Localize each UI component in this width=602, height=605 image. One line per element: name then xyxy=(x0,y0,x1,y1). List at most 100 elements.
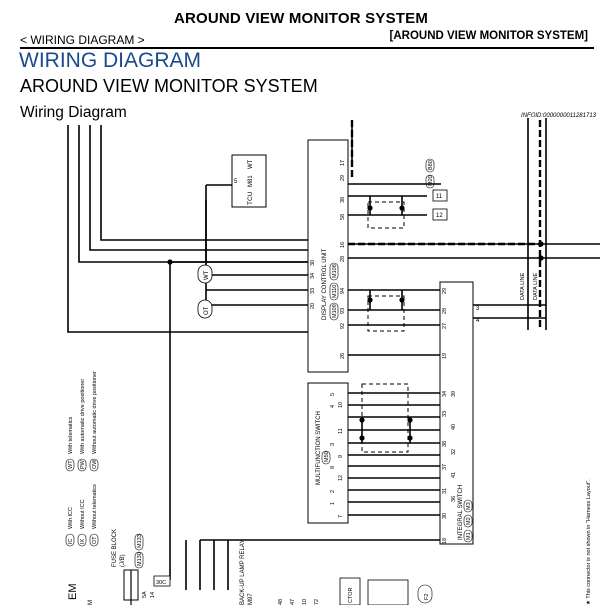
connector-12: 12 xyxy=(436,213,443,219)
wire-left-3 xyxy=(89,125,308,251)
wire-data-lines xyxy=(527,118,547,330)
svg-text:With telematics: With telematics xyxy=(68,416,74,454)
svg-text:3: 3 xyxy=(330,443,336,446)
svg-text:93: 93 xyxy=(340,308,346,314)
data-line-1: DATA LINE xyxy=(520,272,526,300)
svg-text:19: 19 xyxy=(442,353,448,359)
svg-text:10: 10 xyxy=(338,402,344,408)
svg-text:2: 2 xyxy=(330,490,336,493)
svg-text:30: 30 xyxy=(442,513,448,519)
wire-dcu-right xyxy=(348,183,600,259)
svg-text:OT: OT xyxy=(92,536,98,544)
dcu-connector-1: M109 xyxy=(332,304,338,318)
svg-text:41: 41 xyxy=(451,472,457,478)
svg-text:32: 32 xyxy=(451,449,457,455)
dcu-connector-3: M108 xyxy=(332,264,338,278)
svg-text:38: 38 xyxy=(340,197,346,203)
svg-text:40: 40 xyxy=(451,424,457,430)
fuse-connector-2: M133 xyxy=(137,534,143,548)
wire-shield-upper xyxy=(369,196,403,215)
svg-text:33: 33 xyxy=(310,288,316,294)
is-connector-1: M1 xyxy=(466,532,472,540)
display-control-unit-box xyxy=(307,139,349,373)
svg-text:94: 94 xyxy=(340,288,346,294)
svg-text:34: 34 xyxy=(442,391,448,397)
info-id: INFOID:0000000011281713 xyxy=(521,113,596,119)
svg-text:18: 18 xyxy=(442,538,448,544)
svg-text:7: 7 xyxy=(338,515,344,518)
wire-left-4 xyxy=(100,125,308,241)
header-rule xyxy=(20,47,594,49)
harness-note: ★ This connector is not shown in "Harnes… xyxy=(585,479,592,605)
svg-text:IC: IC xyxy=(68,538,74,544)
svg-text:28: 28 xyxy=(340,256,346,262)
svg-text:28: 28 xyxy=(442,308,448,314)
svg-text:39: 39 xyxy=(451,391,457,397)
section-breadcrumb[interactable]: [AROUND VIEW MONITOR SYSTEM] xyxy=(389,30,588,42)
tcu-label: TCU xyxy=(247,191,254,205)
is-connector-3: M3 xyxy=(466,502,472,510)
wire-left-1 xyxy=(67,125,308,333)
tcu-box xyxy=(231,154,267,208)
svg-text:5: 5 xyxy=(330,393,336,396)
svg-text:36: 36 xyxy=(451,496,457,502)
tcu-pin: 5 xyxy=(234,179,238,185)
is-side-pin-3: 3 xyxy=(476,306,480,312)
svg-text:31: 31 xyxy=(442,488,448,494)
legend: WT With telematics PW With automatic dri… xyxy=(65,371,99,547)
mfs-connector: M50 xyxy=(324,451,330,462)
svg-text:1: 1 xyxy=(330,502,336,505)
connector-fragment: CTOR xyxy=(348,587,354,603)
fuse-number: 14 xyxy=(150,592,156,598)
svg-text:PW: PW xyxy=(80,459,86,469)
tcu-code: WT xyxy=(248,159,254,169)
svg-text:Without telematics: Without telematics xyxy=(92,484,98,529)
svg-text:4: 4 xyxy=(330,405,336,408)
tcu-connector: M81 xyxy=(248,175,254,187)
section-title: WIRING DIAGRAM xyxy=(19,49,201,72)
connector-id-m20: M20 xyxy=(428,175,434,186)
svg-text:29: 29 xyxy=(442,288,448,294)
wire-is-data xyxy=(473,304,546,319)
backup-lamp-id: M97 xyxy=(248,593,254,605)
partial-label-m: M xyxy=(88,600,94,605)
partial-label-em: EM xyxy=(67,584,79,601)
svg-text:Without ICC: Without ICC xyxy=(80,499,86,529)
svg-text:WT: WT xyxy=(68,460,74,469)
is-side-pin-4: 4 xyxy=(476,318,480,324)
svg-text:34: 34 xyxy=(310,273,316,279)
svg-text:IX: IX xyxy=(80,538,86,544)
svg-text:OW: OW xyxy=(92,459,98,469)
connector-id-b80: B80 xyxy=(428,160,434,170)
data-line-2: DATA LINE xyxy=(533,272,539,300)
svg-text:With ICC: With ICC xyxy=(68,507,74,529)
svg-text:(J/B): (J/B) xyxy=(120,554,126,567)
svg-text:With automatic drive positione: With automatic drive positioner xyxy=(80,379,86,454)
connector-11-box xyxy=(432,189,448,202)
svg-text:29: 29 xyxy=(340,175,346,181)
breadcrumb[interactable]: < WIRING DIAGRAM > xyxy=(20,33,145,47)
svg-text:17: 17 xyxy=(340,160,346,166)
svg-text:37: 37 xyxy=(442,464,448,470)
svg-text:38: 38 xyxy=(442,441,448,447)
svg-text:27: 27 xyxy=(442,323,448,329)
system-title: AROUND VIEW MONITOR SYSTEM xyxy=(20,76,318,96)
connector-f2: F2 xyxy=(424,594,430,600)
fuse-block: FUSE BLOCK (J/B) xyxy=(112,529,126,567)
svg-text:FUSE BLOCK: FUSE BLOCK xyxy=(112,529,118,567)
wire-mfs-is xyxy=(348,392,440,516)
svg-text:16: 16 xyxy=(340,242,346,248)
wire-bottom-stubs xyxy=(185,540,229,590)
is-connector-2: M2 xyxy=(466,517,472,525)
mfs-pins: 5 4 10 11 3 9 8 12 2 1 7 xyxy=(330,393,344,518)
integral-switch-pins: 29 28 27 19 34 39 33 40 38 32 37 41 31 3… xyxy=(442,288,457,544)
svg-text:11: 11 xyxy=(338,428,344,434)
svg-text:48: 48 xyxy=(278,599,284,605)
fuse-pin: 30C xyxy=(156,580,166,586)
junction-code-wt: WT xyxy=(204,270,210,280)
integral-switch-label: INTEGRAL SWITCH xyxy=(458,485,464,540)
shield-box-upper xyxy=(367,201,405,229)
backup-lamp-relay: BACK-UP LAMP RELAY xyxy=(240,540,246,605)
bottom-stub-labels: 48 47 10 72 xyxy=(278,599,320,605)
